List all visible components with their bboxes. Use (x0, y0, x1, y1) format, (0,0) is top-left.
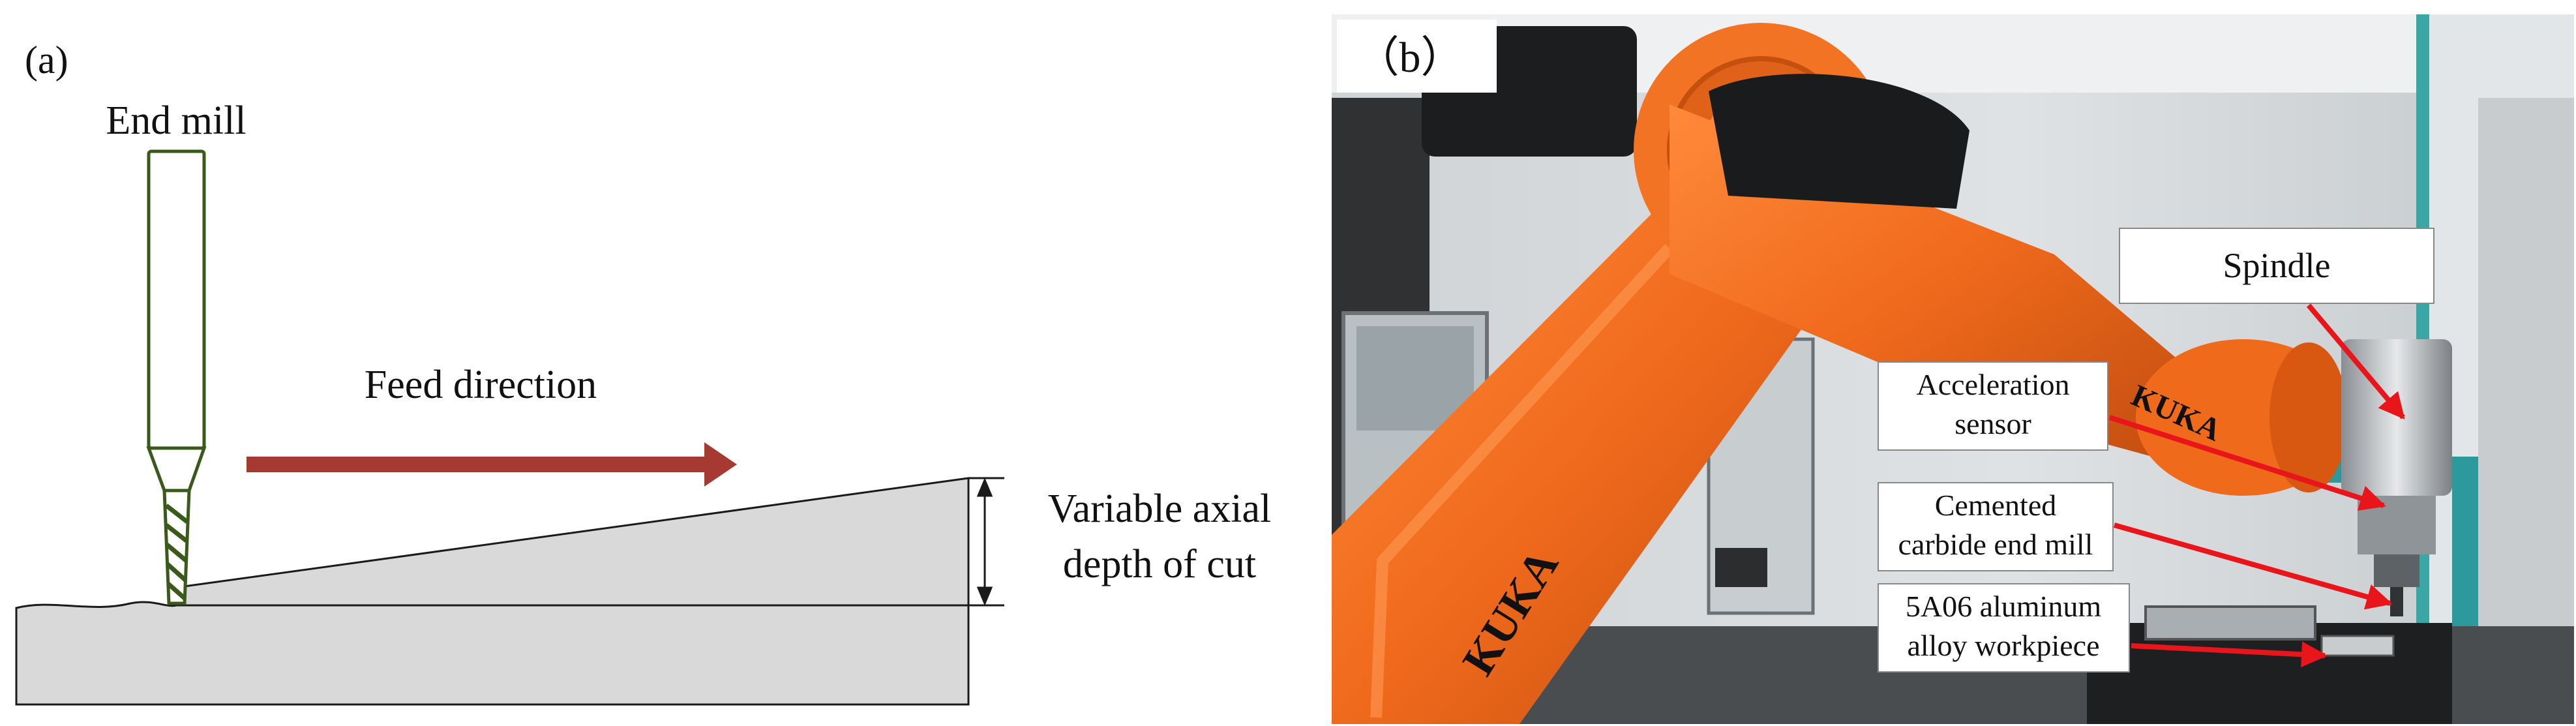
sensor-callout-line2: sensor (1954, 407, 2031, 440)
workpiece-wedge (178, 477, 970, 607)
panel-b-label: （b） (1356, 34, 1464, 82)
panel-b-photo: KUKA KUKA （b） Spindle Acceleration senso… (1332, 14, 2574, 724)
workpiece-callout-line2: alloy workpiece (1907, 629, 2099, 662)
spindle-callout-label: Spindle (2223, 246, 2330, 285)
feed-direction-label: Feed direction (365, 363, 597, 407)
depth-label-line2: depth of cut (1063, 542, 1256, 586)
mill-callout-line2: carbide end mill (1898, 528, 2093, 561)
panel-b-label-box (1337, 20, 1497, 93)
sensor-callout-arrow (2108, 415, 2386, 511)
depth-dimension (968, 477, 1004, 607)
spindle-callout-box (2119, 228, 2434, 304)
spindle-callout-arrow (2306, 303, 2406, 420)
workpiece-block (15, 601, 970, 706)
panel-a: (a) End mill Variable axial depth of cut… (15, 38, 1272, 706)
mill-callout-arrow (2113, 522, 2393, 610)
workpiece-callout-arrow (2131, 641, 2328, 668)
workpiece-callout-box (1878, 583, 2130, 673)
feed-direction-arrow (247, 442, 737, 487)
workpiece-callout-line1: 5A06 aluminum (1906, 590, 2101, 623)
end-mill-label: End mill (106, 98, 246, 143)
depth-label-line1: Variable axial (1048, 487, 1272, 531)
end-mill-tool (146, 149, 207, 605)
sensor-callout-line1: Acceleration (1917, 368, 2070, 401)
mill-callout-line1: Cemented (1935, 489, 2057, 522)
panel-a-label: (a) (25, 38, 68, 82)
sensor-callout-box (1878, 361, 2108, 451)
mill-callout-box (1878, 482, 2114, 571)
